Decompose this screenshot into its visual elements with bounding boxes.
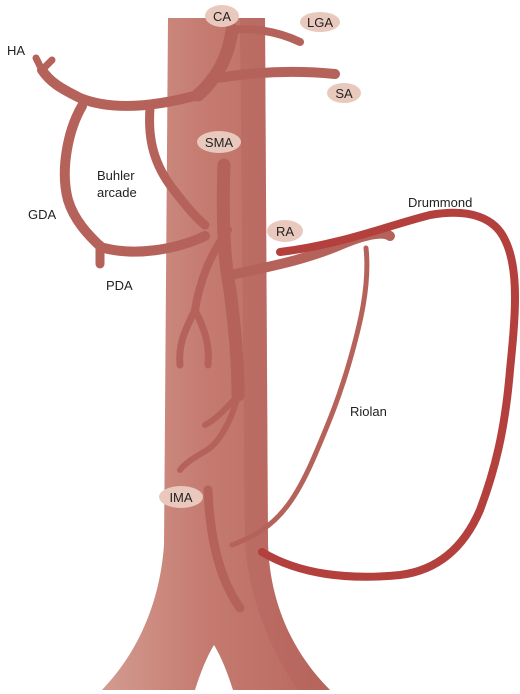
label-ca: CA [205,5,239,27]
arc-of-riolan [262,248,367,530]
label-drummond: Drummond [408,195,472,210]
svg-text:arcade: arcade [97,185,137,200]
svg-text:IMA: IMA [169,490,192,505]
aorta-shadow [240,18,330,690]
label-pda: PDA [106,278,133,293]
ha-fork-2 [42,60,52,70]
label-riolan: Riolan [350,404,387,419]
svg-text:RA: RA [276,224,294,239]
label-lga: LGA [300,12,340,32]
label-ima: IMA [159,486,203,508]
aorta [102,18,330,690]
svg-text:SA: SA [335,86,353,101]
svg-text:Buhler: Buhler [97,168,135,183]
label-ha: HA [7,43,25,58]
label-ra: RA [267,220,303,242]
label-sa: SA [327,83,361,103]
label-gda: GDA [28,207,57,222]
label-buhler-arcade: Buhler arcade [92,166,150,204]
marginal-artery-of-drummond [262,213,515,577]
svg-text:LGA: LGA [307,15,333,30]
svg-text:SMA: SMA [205,135,234,150]
label-sma: SMA [197,131,241,153]
splenic-artery [218,72,335,78]
svg-text:CA: CA [213,9,231,24]
